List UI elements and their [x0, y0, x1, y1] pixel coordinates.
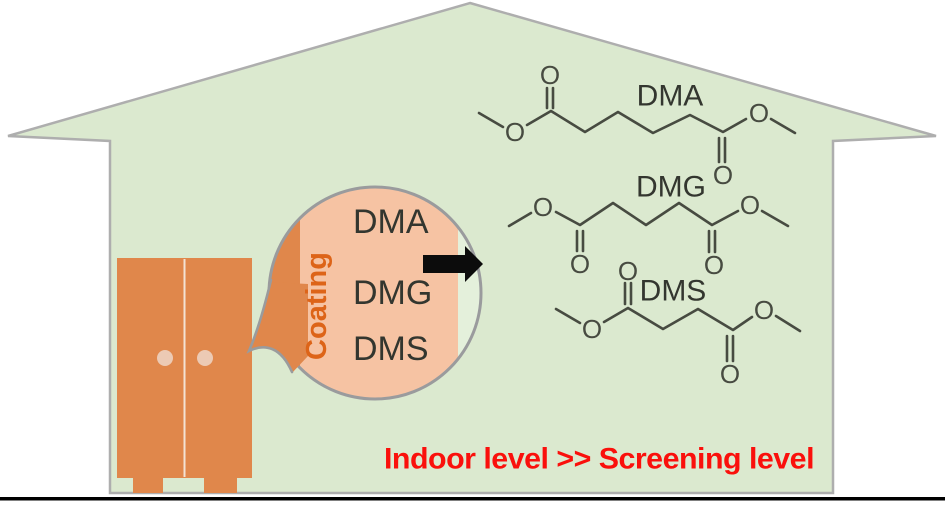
oxygen-atom-label: O — [540, 60, 560, 90]
molecule-label-dms: DMS — [640, 275, 707, 308]
dmg-double-bonds — [575, 229, 717, 254]
compound-label-dmg: DMG — [353, 274, 432, 312]
bubble-tail — [249, 282, 308, 373]
oxygen-atom-label: O — [618, 256, 638, 286]
oxygen-atom-label: O — [720, 359, 740, 389]
oxygen-atom-label: O — [533, 192, 553, 222]
dmg-bonds — [507, 201, 790, 228]
dms-double-bonds — [623, 281, 735, 363]
oxygen-atom-label: O — [713, 160, 733, 190]
wardrobe-foot-right — [204, 478, 237, 493]
molecule-dms: O O O O DMS — [554, 256, 802, 389]
dma-double-bonds — [545, 86, 727, 164]
oxygen-atom-label: O — [740, 190, 760, 220]
oxygen-atom-label: O — [704, 250, 724, 280]
wardrobe-knob-left — [157, 350, 173, 366]
oxygen-atom-label: O — [749, 98, 769, 128]
oxygen-atom-label: O — [505, 117, 525, 147]
wardrobe-knob-right — [197, 350, 213, 366]
bubble-tail-edge — [246, 278, 294, 374]
compound-label-dms: DMS — [353, 330, 429, 368]
oxygen-atom-label: O — [754, 295, 774, 325]
wardrobe — [117, 258, 252, 493]
oxygen-atom-label: O — [582, 314, 602, 344]
molecule-dmg: O O O O DMG — [507, 171, 790, 280]
emission-arrow-icon — [423, 246, 483, 282]
dms-bonds — [554, 306, 802, 333]
wardrobe-foot-left — [133, 478, 163, 493]
molecule-dma: O O O O DMA — [477, 60, 797, 190]
dma-bonds — [477, 109, 797, 135]
oxygen-atom-label: O — [570, 249, 590, 279]
bottom-rule — [0, 497, 945, 501]
molecule-label-dma: DMA — [637, 80, 704, 113]
conclusion-banner: Indoor level >> Screening level — [384, 443, 814, 476]
molecule-label-dmg: DMG — [636, 171, 706, 204]
coating-label: Coating — [301, 252, 333, 360]
compound-label-dma: DMA — [353, 203, 429, 241]
